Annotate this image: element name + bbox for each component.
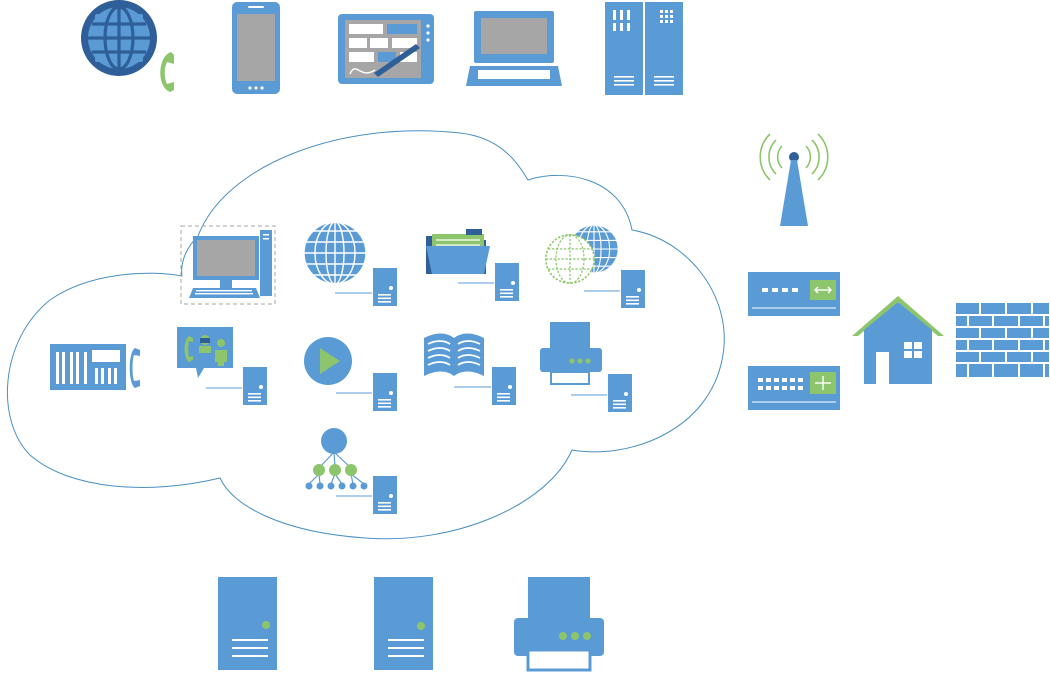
open-book-icon — [424, 333, 516, 405]
web-globe-icon — [303, 221, 397, 306]
play-icon — [304, 337, 397, 411]
tower-server-icon — [374, 577, 433, 670]
folder-icon — [426, 229, 519, 301]
pbx-phone-icon — [50, 344, 140, 390]
cloud-shape — [6, 130, 725, 540]
server-rack-icon — [605, 2, 683, 95]
desktop-computer-icon — [180, 225, 276, 305]
tablet-pen-icon — [338, 14, 434, 84]
home-icon — [852, 296, 944, 384]
tower-server-icon — [218, 577, 277, 670]
smartphone-icon — [232, 2, 280, 94]
network-switch-icon — [748, 366, 840, 410]
hierarchy-icon — [305, 428, 397, 514]
firewall-icon — [956, 303, 1049, 377]
wireless-tower-icon — [759, 133, 829, 226]
globe-phone-icon — [81, 0, 174, 92]
printer-large-icon — [514, 577, 604, 672]
video-call-icon — [177, 327, 267, 405]
printer-icon — [540, 322, 632, 412]
double-globe-icon — [545, 224, 645, 308]
network-hub-icon — [748, 272, 840, 316]
laptop-icon — [466, 11, 562, 86]
